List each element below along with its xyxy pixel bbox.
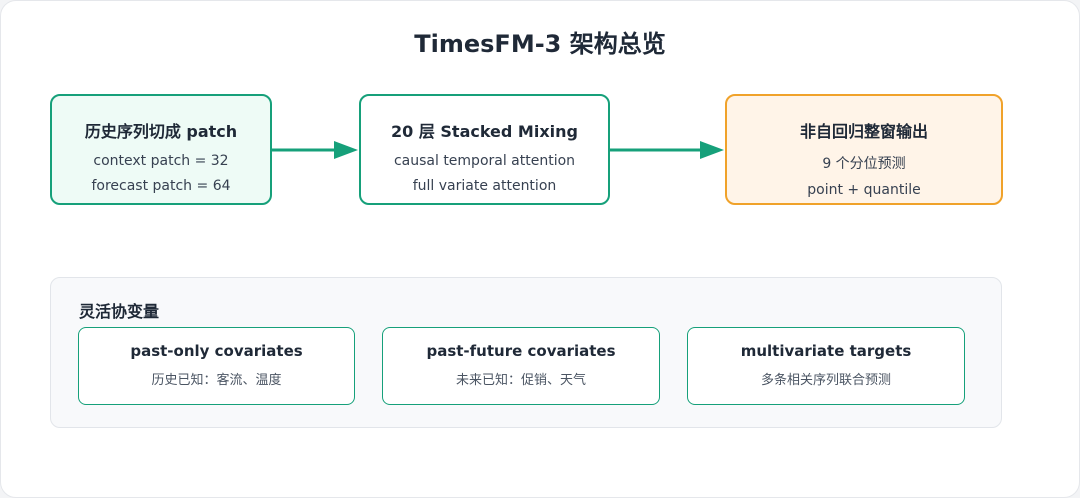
stage-detail: forecast patch = 64 — [91, 178, 231, 194]
covariate-past-only: past-only covariates 历史已知：客流、温度 — [78, 327, 355, 405]
covariate-subtitle: 历史已知：客流、温度 — [151, 373, 282, 388]
covariate-title: past-only covariates — [130, 342, 303, 360]
stage-title: 历史序列切成 patch — [84, 122, 238, 141]
covariates-panel: 灵活协变量 past-only covariates 历史已知：客流、温度 pa… — [50, 277, 1002, 428]
stage-detail: point + quantile — [807, 182, 921, 198]
stage-output: 非自回归整窗输出 9 个分位预测 point + quantile — [725, 94, 1003, 205]
arrow-mixing-to-output — [610, 141, 724, 159]
covariate-subtitle: 多条相关序列联合预测 — [760, 373, 891, 388]
covariate-subtitle: 未来已知：促销、天气 — [455, 373, 586, 388]
stage-title: 非自回归整窗输出 — [799, 122, 928, 141]
stage-stacked-mixing: 20 层 Stacked Mixing causal temporal atte… — [359, 94, 610, 205]
covariate-title: multivariate targets — [740, 342, 912, 360]
diagram-title: TimesFM-3 架构总览 — [414, 30, 666, 58]
stage-detail: causal temporal attention — [393, 153, 576, 169]
stage-detail: context patch = 32 — [93, 153, 229, 169]
covariate-multivariate: multivariate targets 多条相关序列联合预测 — [687, 327, 965, 405]
covariate-title: past-future covariates — [426, 342, 616, 360]
arrow-patching-to-mixing — [272, 141, 358, 159]
stage-detail: full variate attention — [412, 178, 557, 194]
stage-patching: 历史序列切成 patch context patch = 32 forecast… — [50, 94, 272, 205]
covariates-title: 灵活协变量 — [79, 302, 160, 321]
stage-detail: 9 个分位预测 — [822, 156, 906, 172]
stage-title: 20 层 Stacked Mixing — [390, 122, 578, 141]
covariate-past-future: past-future covariates 未来已知：促销、天气 — [382, 327, 660, 405]
